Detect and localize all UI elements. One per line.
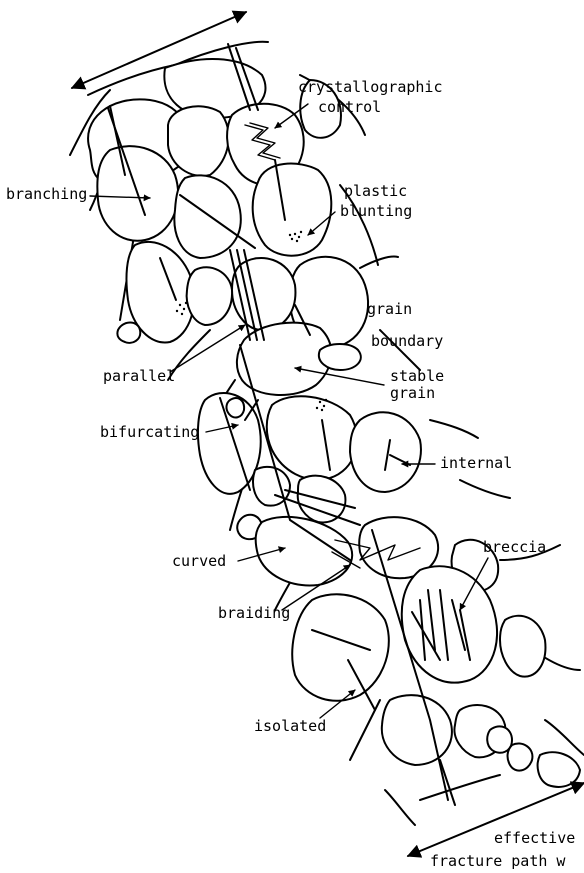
label-bifurcating: bifurcating — [100, 423, 199, 441]
label-branching: branching — [6, 185, 87, 203]
label-internal: internal — [440, 454, 512, 472]
label-breccia: breccia — [483, 538, 546, 556]
label-braiding: braiding — [218, 604, 290, 622]
label-control: control — [318, 98, 381, 116]
label-blunting: blunting — [340, 202, 412, 220]
label-stable-grain: grain — [390, 384, 435, 402]
label-stable: stable — [390, 367, 444, 385]
label-parallel: parallel — [103, 367, 175, 385]
label-fracture-path-width: fracture path w — [430, 852, 566, 870]
label-boundary: boundary — [371, 332, 443, 350]
label-effective: effective — [494, 829, 575, 847]
label-curved: curved — [172, 552, 226, 570]
label-crystallographic: crystallographic — [298, 78, 443, 96]
label-grain: grain — [367, 300, 412, 318]
label-isolated: isolated — [254, 717, 326, 735]
label-plastic: plastic — [344, 182, 407, 200]
